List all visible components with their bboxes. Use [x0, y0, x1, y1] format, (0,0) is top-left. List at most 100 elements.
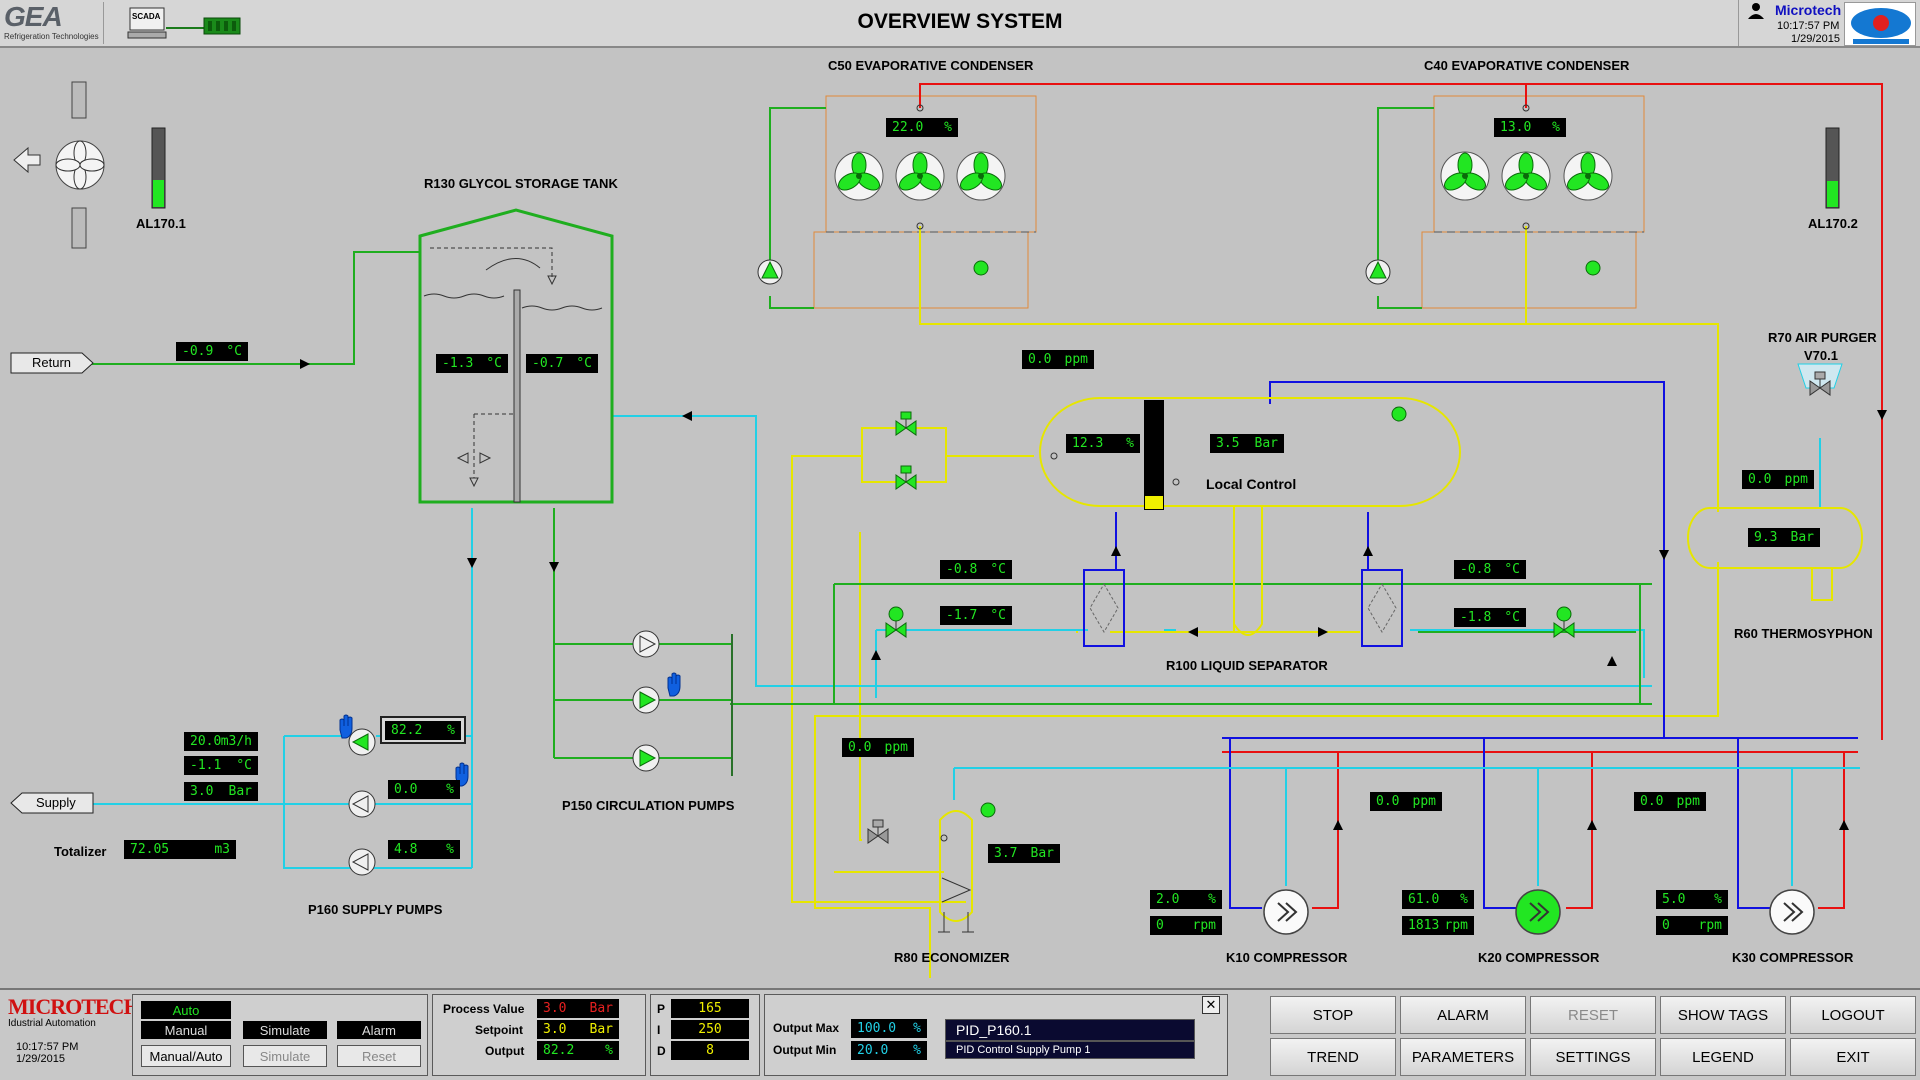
p150-pump-3[interactable]: [632, 744, 660, 772]
scada-network-icon[interactable]: SCADA: [124, 4, 244, 42]
fan-icon: [1563, 151, 1613, 201]
fan-icon: [1440, 151, 1490, 201]
output-max-value[interactable]: 100.0%: [851, 1019, 927, 1038]
pid-params-panel: P I D 165 250 8: [650, 994, 760, 1076]
pid-description: PID Control Supply Pump 1: [945, 1041, 1195, 1059]
p160-1-output-frame[interactable]: 82.2%: [380, 716, 466, 744]
return-tag[interactable]: Return: [10, 352, 94, 374]
pv-label: Process Value: [443, 1002, 525, 1016]
p150-label: P150 CIRCULATION PUMPS: [562, 798, 735, 813]
pid-info-panel: Output Max Output Min 100.0% 20.0% PID_P…: [764, 994, 1228, 1076]
r60-label: R60 THERMOSYPHON: [1734, 626, 1873, 641]
al1701-label: AL170.1: [136, 216, 186, 231]
level-gauge-al1701: [151, 127, 166, 209]
supply-label: Supply: [36, 795, 76, 810]
valve-icon: [895, 411, 917, 436]
exit-button[interactable]: EXIT: [1790, 1038, 1916, 1076]
scada-label: SCADA: [132, 12, 161, 21]
hx2-temp-2: -1.8°C: [1454, 608, 1526, 627]
monitor-icon: [127, 7, 241, 39]
footer-time: 10:17:57 PM: [16, 1041, 79, 1053]
p160-2-output: 0.0%: [388, 780, 460, 799]
output-value: 82.2%: [537, 1041, 619, 1060]
c50-fan-speed: 22.0%: [886, 118, 958, 137]
local-control-label: Local Control: [1206, 476, 1297, 492]
k30-compressor[interactable]: [1770, 890, 1814, 934]
k10-capacity: 2.0%: [1150, 890, 1222, 909]
supply-tag[interactable]: Supply: [10, 792, 94, 814]
k20-capacity: 61.0%: [1402, 890, 1474, 909]
simulate-button[interactable]: Simulate: [243, 1045, 327, 1067]
r100-label: R100 LIQUID SEPARATOR: [1166, 658, 1328, 673]
c40-label: C40 EVAPORATIVE CONDENSER: [1424, 58, 1630, 73]
p-label: P: [657, 1002, 666, 1016]
p150-pump-1[interactable]: [632, 630, 660, 658]
trend-button[interactable]: TREND: [1270, 1038, 1396, 1076]
manual-auto-button[interactable]: Manual/Auto: [141, 1045, 231, 1067]
hx1-temp-2: -1.7°C: [940, 606, 1012, 625]
show-tags-button[interactable]: SHOW TAGS: [1660, 996, 1786, 1034]
auto-status: Auto: [141, 1001, 231, 1019]
settings-button[interactable]: SETTINGS: [1530, 1038, 1656, 1076]
alarm-button[interactable]: ALARM: [1400, 996, 1526, 1034]
p150-pump-2[interactable]: [632, 686, 660, 714]
hx1-temp-1: -0.8°C: [940, 560, 1012, 579]
c50-condenser: [813, 95, 1037, 309]
hand-icon: [667, 672, 681, 697]
i-label: I: [657, 1023, 661, 1037]
user-name: Microtech: [1775, 2, 1842, 18]
hand-icon: [339, 714, 353, 739]
d-value[interactable]: 8: [671, 1041, 749, 1060]
totalizer-label: Totalizer: [54, 844, 107, 859]
k20-compressor[interactable]: [1516, 890, 1560, 934]
user-icon: [1748, 3, 1764, 19]
output-label: Output: [485, 1044, 525, 1058]
p160-pump-1[interactable]: [348, 728, 376, 756]
v701-label: V70.1: [1804, 348, 1838, 363]
separator-level: 12.3%: [1066, 434, 1140, 453]
cooling-fan-tower: [13, 81, 105, 249]
logout-button[interactable]: LOGOUT: [1790, 996, 1916, 1034]
p160-label: P160 SUPPLY PUMPS: [308, 902, 443, 917]
k10-label: K10 COMPRESSOR: [1226, 950, 1348, 965]
p-value[interactable]: 165: [671, 999, 749, 1018]
microtech-logo: MICROTECH Idustrial Automation 10:17:57 …: [8, 994, 141, 1074]
k10-compressor[interactable]: [1264, 890, 1308, 934]
parameters-button[interactable]: PARAMETERS: [1400, 1038, 1526, 1076]
logo-text: GEA: [4, 1, 63, 32]
stop-button[interactable]: STOP: [1270, 996, 1396, 1034]
fan-icon: [956, 151, 1006, 201]
manual-status: Manual: [141, 1021, 231, 1039]
pid-name: PID_P160.1: [945, 1019, 1195, 1041]
reset-button[interactable]: RESET: [1530, 996, 1656, 1034]
r80-economizer: [938, 802, 996, 933]
reset-mode-button[interactable]: Reset: [337, 1045, 421, 1067]
p160-1-output: 82.2%: [385, 721, 461, 740]
close-panel-button[interactable]: ✕: [1202, 996, 1220, 1014]
c40-condenser: [1421, 95, 1645, 309]
p160-pump-3[interactable]: [348, 848, 376, 876]
p160-pump-2[interactable]: [348, 790, 376, 818]
al1702-label: AL170.2: [1808, 216, 1858, 231]
r60-thermosyphon: [1687, 507, 1863, 601]
i-value[interactable]: 250: [671, 1020, 749, 1039]
brand-text: MICROTECH: [8, 994, 141, 1019]
output-min-value[interactable]: 20.0%: [851, 1041, 927, 1060]
heat-exchanger-2: [1361, 546, 1403, 647]
legend-button[interactable]: LEGEND: [1660, 1038, 1786, 1076]
